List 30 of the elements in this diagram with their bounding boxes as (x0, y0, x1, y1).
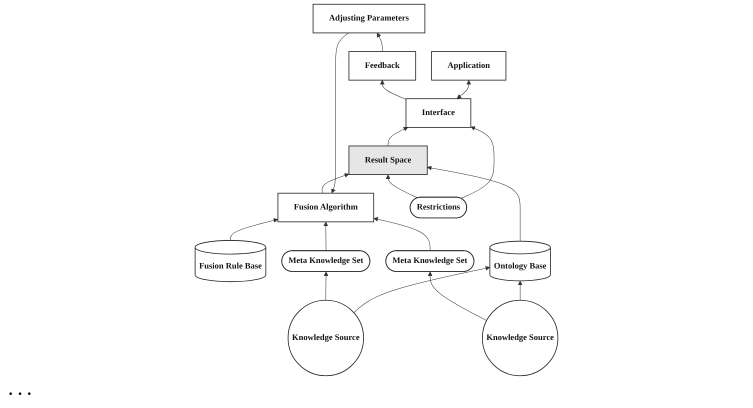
arrow (380, 80, 406, 100)
database-cylinder: Ontology Base (489, 240, 551, 282)
arrow (427, 166, 520, 242)
ellipse-node: Knowledge Source (288, 300, 364, 376)
arrow (374, 217, 430, 252)
database-cylinder: Fusion Rule Base (194, 240, 266, 282)
ellipse-node: Knowledge Source (482, 300, 558, 376)
arrow (460, 126, 494, 199)
rounded-box: Meta Knowledge Set (281, 250, 370, 272)
arrow (331, 32, 350, 194)
arrow (376, 32, 383, 52)
arrow (322, 173, 350, 194)
process-box: Fusion Algorithm (278, 192, 374, 222)
arrow (354, 266, 490, 313)
rounded-box: Meta Knowledge Set (385, 250, 474, 272)
arrow (456, 80, 472, 99)
process-box: Result Space (348, 146, 428, 176)
ellipsis-mark: · · · (8, 386, 32, 403)
arrow (324, 271, 328, 300)
arrow (323, 222, 328, 252)
rounded-box: Restrictions (410, 196, 468, 218)
process-box: Adjusting Parameters (312, 4, 426, 34)
arrow (386, 174, 418, 198)
process-box: Feedback (348, 51, 416, 81)
process-box: Interface (406, 98, 472, 128)
arrow (428, 271, 487, 321)
arrow (388, 127, 408, 146)
arrow (518, 280, 522, 300)
process-box: Application (431, 51, 506, 81)
arrow (230, 218, 278, 241)
